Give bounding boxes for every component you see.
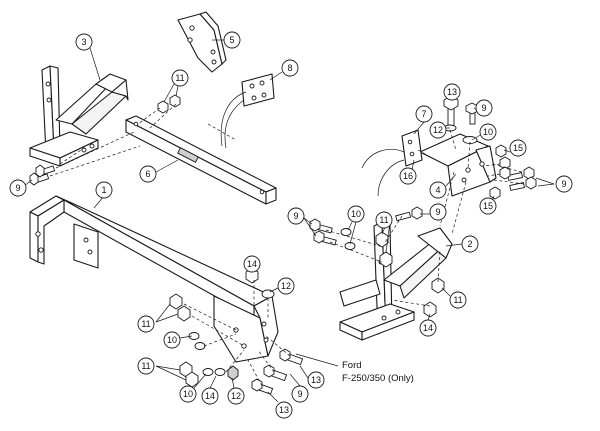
callout-12-top-right: 12 [429, 121, 447, 139]
callout-11-left-upper: 11 [137, 315, 155, 333]
callout-5: 5 [223, 31, 241, 49]
svg-text:8: 8 [287, 63, 292, 73]
svg-text:16: 16 [403, 171, 413, 181]
callout-9-right: 9 [555, 175, 573, 193]
note-line-1: Ford [342, 360, 362, 371]
callout-10-bottom: 10 [179, 385, 197, 403]
svg-text:10: 10 [351, 209, 361, 219]
svg-text:4: 4 [435, 185, 440, 195]
callout-10-top-right: 10 [479, 123, 497, 141]
callout-14-bottom: 14 [201, 387, 219, 405]
callout-4: 4 [429, 181, 447, 199]
svg-text:14: 14 [423, 323, 433, 333]
svg-text:15: 15 [483, 201, 493, 211]
callout-10-center: 10 [347, 205, 365, 223]
part-1-frame [29, 195, 279, 363]
svg-text:9: 9 [15, 183, 20, 193]
callout-13-bottom: 13 [275, 401, 293, 419]
svg-text:5: 5 [229, 35, 234, 45]
assembly-lines [49, 103, 525, 387]
svg-text:10: 10 [167, 335, 177, 345]
callout-6: 6 [139, 165, 157, 183]
svg-text:9: 9 [293, 211, 298, 221]
callout-16: 16 [399, 167, 417, 185]
callout-12-middle: 12 [277, 277, 295, 295]
callout-12-bottom: 12 [227, 387, 245, 405]
svg-text:9: 9 [297, 389, 302, 399]
part-3-mount [29, 65, 129, 167]
callout-11-top: 11 [171, 69, 189, 87]
callout-11-right: 11 [449, 291, 467, 309]
svg-text:11: 11 [453, 295, 462, 305]
svg-text:11: 11 [141, 361, 150, 371]
callout-2: 2 [461, 235, 479, 253]
part-5-bracket [177, 11, 227, 73]
svg-text:6: 6 [145, 169, 150, 179]
callout-13-right: 13 [307, 371, 325, 389]
callout-9-center: 9 [287, 207, 305, 225]
svg-text:11: 11 [175, 73, 184, 83]
svg-text:15: 15 [513, 143, 523, 153]
callout-14-middle: 14 [243, 255, 261, 273]
part-7-strap [361, 129, 423, 197]
svg-text:12: 12 [281, 281, 291, 291]
svg-text:13: 13 [447, 87, 457, 97]
svg-text:10: 10 [183, 389, 193, 399]
callout-9-bottom: 9 [291, 385, 309, 403]
svg-text:1: 1 [101, 185, 106, 195]
callout-13-top-right: 13 [443, 83, 461, 101]
callout-8: 8 [281, 59, 299, 77]
part-6-crossbar [125, 115, 277, 205]
svg-text:9: 9 [561, 179, 566, 189]
callout-15-upper: 15 [509, 139, 527, 157]
callout-10-left: 10 [163, 331, 181, 349]
svg-text:12: 12 [433, 125, 443, 135]
callout-11-center: 11 [375, 211, 393, 229]
part-8-strap [220, 73, 275, 149]
svg-text:10: 10 [483, 127, 493, 137]
svg-text:7: 7 [421, 109, 426, 119]
svg-text:13: 13 [279, 405, 289, 415]
callouts: 1 2 3 4 5 6 7 8 9 9 9 9 9 9 [9, 31, 573, 419]
note-line-2: F-250/350 (Only) [342, 373, 414, 384]
callout-3: 3 [75, 33, 93, 51]
svg-text:2: 2 [467, 239, 472, 249]
part-2-mount [339, 221, 453, 341]
svg-text:11: 11 [141, 319, 150, 329]
svg-text:14: 14 [247, 259, 257, 269]
svg-text:14: 14 [205, 391, 215, 401]
callout-11-left-lower: 11 [137, 357, 155, 375]
callout-15-lower: 15 [479, 197, 497, 215]
svg-text:12: 12 [231, 391, 241, 401]
svg-text:9: 9 [481, 103, 486, 113]
callout-14-right: 14 [419, 319, 437, 337]
callout-9-top-right: 9 [475, 99, 493, 117]
svg-text:9: 9 [435, 207, 440, 217]
callout-1: 1 [95, 181, 113, 199]
ford-note: Ford F-250/350 (Only) [295, 353, 414, 384]
callout-9-center-right: 9 [429, 203, 447, 221]
svg-text:3: 3 [81, 37, 86, 47]
svg-text:13: 13 [311, 375, 321, 385]
callout-9-left: 9 [9, 179, 27, 197]
callout-7: 7 [415, 105, 433, 123]
svg-text:11: 11 [379, 215, 388, 225]
